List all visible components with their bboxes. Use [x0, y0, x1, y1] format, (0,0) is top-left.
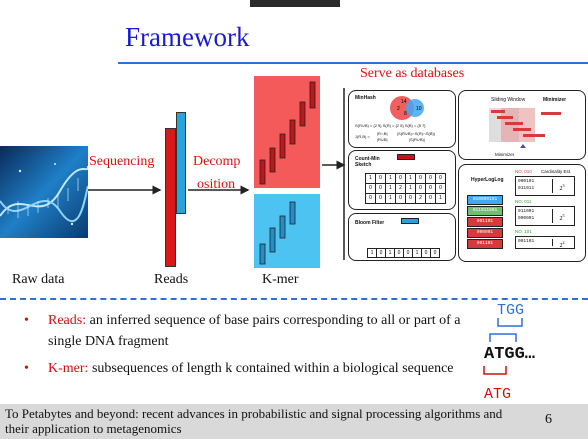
minimizer-top-label: Minimizer [543, 97, 567, 103]
hll-group-code: 011001 [518, 209, 535, 214]
minhash-eq2-b: |R∪B| [377, 137, 388, 142]
hll-group-box: 000101 011011 23 [515, 176, 575, 196]
hll-left-code: 011011001 [467, 206, 503, 216]
minhash-eq2-c: |S(R∪B)∩S(R)∩S(B)| [397, 131, 435, 136]
minhash-title: MinHash [355, 95, 376, 101]
hll-group-box: 001101 22 [515, 236, 575, 249]
section-divider [0, 298, 588, 300]
hll-left-code: 010000101 [467, 195, 503, 205]
slide-footer: To Petabytes and beyond: recent advances… [0, 404, 588, 439]
sequencing-label: Sequencing [89, 154, 155, 169]
minimizer-panel: Sliding Window Minimizer Minimizer [458, 90, 586, 160]
hll-group-est-exp: 3 [562, 183, 565, 188]
countmin-hash-bar [397, 154, 415, 160]
title-underline [118, 62, 588, 64]
dna-image [0, 146, 88, 238]
read-bar-blue [176, 112, 186, 214]
bullet-kmer-text: subsequences of length k contained withi… [88, 361, 454, 376]
bloom-title: Bloom Filter [355, 220, 385, 226]
hll-group-code: 011011 [518, 186, 535, 191]
hll-group-est-exp: 5 [562, 213, 565, 218]
footer-text: To Petabytes and beyond: recent advances… [5, 406, 503, 436]
minhash-eq2-a: |R∩B| [377, 131, 388, 136]
hll-left-code: 001101 [467, 217, 503, 227]
slide-title: Framework [125, 22, 250, 52]
hll-left-code: 000001 [467, 228, 503, 238]
minhash-venn: 2 14 8 10 [390, 96, 424, 120]
kmer-segments [259, 81, 316, 265]
bullet-reads: • Reads: an inferred sequence of base pa… [24, 310, 484, 354]
decomposition-label-2: osition [197, 177, 236, 192]
serve-as-databases-label: Serve as databases [360, 66, 465, 81]
hll-group-no: NO. 010 [515, 169, 532, 174]
bullet-reads-key: Reads: [48, 313, 87, 328]
bullet-kmer: • K-mer: subsequences of length k contai… [24, 358, 484, 402]
bullet-kmer-key: K-mer: [48, 361, 89, 376]
read-bar-red [165, 128, 176, 267]
kmer-example-top: TGG [497, 302, 525, 319]
kmer-label: K-mer [262, 272, 299, 287]
raw-data-label: Raw data [12, 272, 65, 287]
bloom-hash-bar [401, 218, 419, 224]
minhash-eq2-lhs: J(R,B) = [355, 134, 370, 139]
venn-left-b: 14 [401, 99, 407, 105]
bullet-reads-text: an inferred sequence of base pairs corre… [48, 313, 461, 349]
hll-group-est: 23 [552, 179, 571, 193]
minimizer-diagram [489, 108, 561, 148]
hll-group-est-exp: 2 [562, 240, 565, 245]
hll-group-code: 001101 [518, 239, 535, 244]
minhash-eq2-d: |S(R∪B)| [409, 137, 425, 142]
hll-group-box: 011001 000001 25 [515, 206, 575, 226]
hll-group-est-base: 2 [559, 186, 563, 192]
reads-label: Reads [154, 272, 189, 287]
hll-left-code: 001101 [467, 239, 503, 249]
bullet-dot: • [24, 361, 29, 376]
kmer-example-middle: ATGG… [484, 345, 536, 364]
venn-left-a: 2 [397, 106, 400, 112]
hll-group-no: NO. 101 [515, 229, 532, 234]
hll-group-est-base: 2 [559, 216, 563, 222]
top-toolbar-strip [250, 0, 340, 7]
hll-group-code: 000101 [518, 179, 535, 184]
minhash-eq1: S(R∪B) = {2 5} S(R) = {2 5} S(B) = {5 7} [355, 123, 426, 128]
minhash-panel: MinHash 2 14 8 10 S(R∪B) = {2 5} S(R) = … [348, 90, 456, 148]
bloom-cell: 0 [430, 248, 440, 258]
hll-group-est: 22 [552, 239, 571, 249]
hll-group-est: 25 [552, 209, 571, 223]
countmin-cell: 1 [435, 193, 446, 204]
kmer-example-bottom: ATG [484, 386, 512, 403]
flow-arrows [88, 88, 454, 260]
venn-left-c: 8 [404, 111, 407, 117]
minimizer-bottom-label: Minimizer [495, 152, 515, 157]
decomposition-label-1: Decomp [193, 154, 241, 169]
hll-group-no: NO. 011 [515, 199, 532, 204]
hll-col-label: Cardinality Est. [541, 169, 572, 174]
kmer-example-diagram [483, 318, 523, 375]
venn-right: 10 [416, 106, 422, 112]
hll-group-est-base: 2 [559, 243, 563, 249]
countmin-title: Count-Min Sketch [355, 156, 380, 168]
page-number: 6 [545, 412, 552, 427]
hll-group-code: 000001 [518, 216, 535, 221]
bullet-dot: • [24, 313, 29, 328]
hll-title: HyperLogLog [471, 177, 504, 183]
sliding-window-label: Sliding Window [491, 97, 526, 103]
